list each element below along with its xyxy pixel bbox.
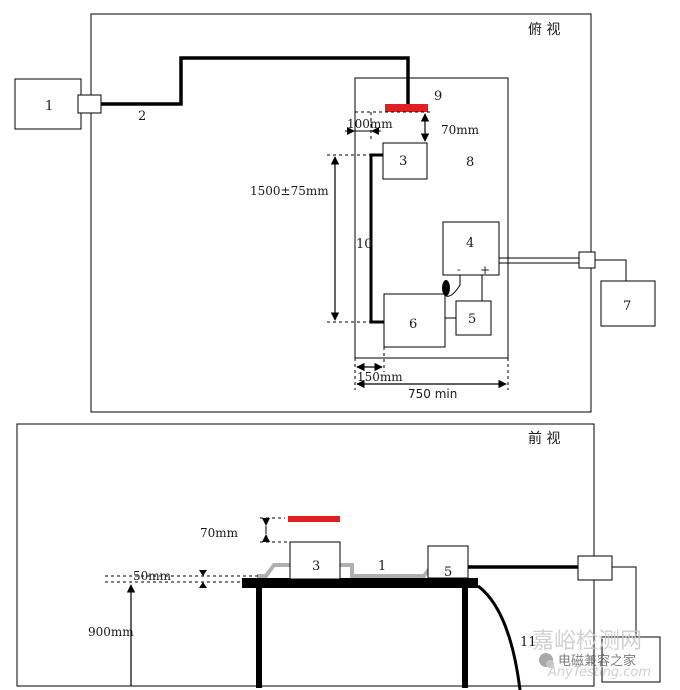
table-top: [242, 578, 478, 588]
label-9: 9: [434, 89, 442, 104]
front-dim-900-label: 900mm: [88, 625, 134, 639]
watermark-sub: AnyTesting.com: [547, 665, 651, 680]
front-dim-50-label: 50mm: [133, 569, 172, 583]
front-box-5: [427, 545, 469, 579]
box-1: [14, 78, 82, 130]
front-view-title: 前 视: [528, 430, 560, 447]
label-6: 6: [409, 317, 417, 332]
wechat-icon-bubble: [546, 660, 554, 668]
top-view-frame: [90, 13, 592, 413]
label-8: 8: [466, 155, 474, 170]
dim-100-label: 100mm: [347, 117, 393, 131]
front-70-arrow-top: [262, 518, 270, 526]
ferrite-clip: [442, 280, 450, 296]
dim-150-label: 150mm: [357, 370, 403, 384]
antenna-9: [385, 104, 428, 112]
front-antenna: [288, 516, 340, 522]
watermark: 嘉峪检测网 AnyTesting.com 电磁兼容之家: [532, 629, 651, 680]
dim-70-label: 70mm: [441, 123, 480, 137]
label-3: 3: [399, 154, 407, 169]
front-50-arrow-bottom: [199, 582, 207, 588]
cable-11: [477, 584, 522, 690]
box-3: [382, 142, 428, 180]
plus-sign: +: [480, 263, 490, 277]
top-view: 俯 视 1 2 8 9 3 70mm 100mm 10: [14, 13, 656, 413]
label-5: 5: [468, 312, 476, 327]
cable-harness-1: [257, 563, 437, 578]
top-view-title: 俯 视: [528, 22, 560, 38]
label-10: 10: [356, 237, 373, 252]
box-4: [442, 221, 500, 276]
minus-sign: -: [457, 263, 461, 276]
cable-2: [101, 56, 410, 106]
label-7: 7: [623, 299, 631, 314]
front-box-3: [289, 541, 341, 580]
cable-10: [369, 153, 384, 324]
front-view: 前 视 11 1 3 5 70mm: [16, 423, 661, 690]
wire-minus: [445, 275, 461, 297]
dim-1500-label: 1500±75mm: [250, 184, 329, 198]
box-7: [600, 280, 656, 327]
label-2: 2: [138, 109, 146, 124]
front-70-arrow-bottom: [262, 534, 270, 542]
label-4: 4: [466, 236, 474, 251]
connector-7: [578, 251, 596, 269]
label-1: 1: [45, 99, 53, 114]
connector-1: [77, 94, 102, 114]
dim-100-arrow-left: [347, 127, 355, 135]
front-label-3: 3: [312, 559, 320, 574]
front-wire-to-box: [612, 566, 637, 637]
front-50-arrow-top: [199, 570, 207, 576]
front-view-frame: [16, 423, 595, 687]
front-label-1: 1: [378, 559, 386, 574]
watermark-main: 嘉峪检测网: [532, 629, 642, 654]
wire-7: [595, 259, 627, 281]
front-dim-70-label: 70mm: [200, 526, 239, 540]
watermark-wechat: 电磁兼容之家: [558, 653, 636, 669]
front-label-5: 5: [444, 565, 452, 580]
dim-100-arrow-right: [371, 127, 379, 135]
label-11: 11: [520, 635, 537, 650]
table-leg-left: [256, 588, 262, 688]
front-box-right: [601, 636, 661, 683]
box-6: [383, 293, 446, 348]
region-8: [354, 77, 509, 359]
front-connector: [577, 555, 613, 581]
dim-750-label: 750 min: [408, 387, 457, 401]
table-leg-right: [462, 588, 468, 688]
